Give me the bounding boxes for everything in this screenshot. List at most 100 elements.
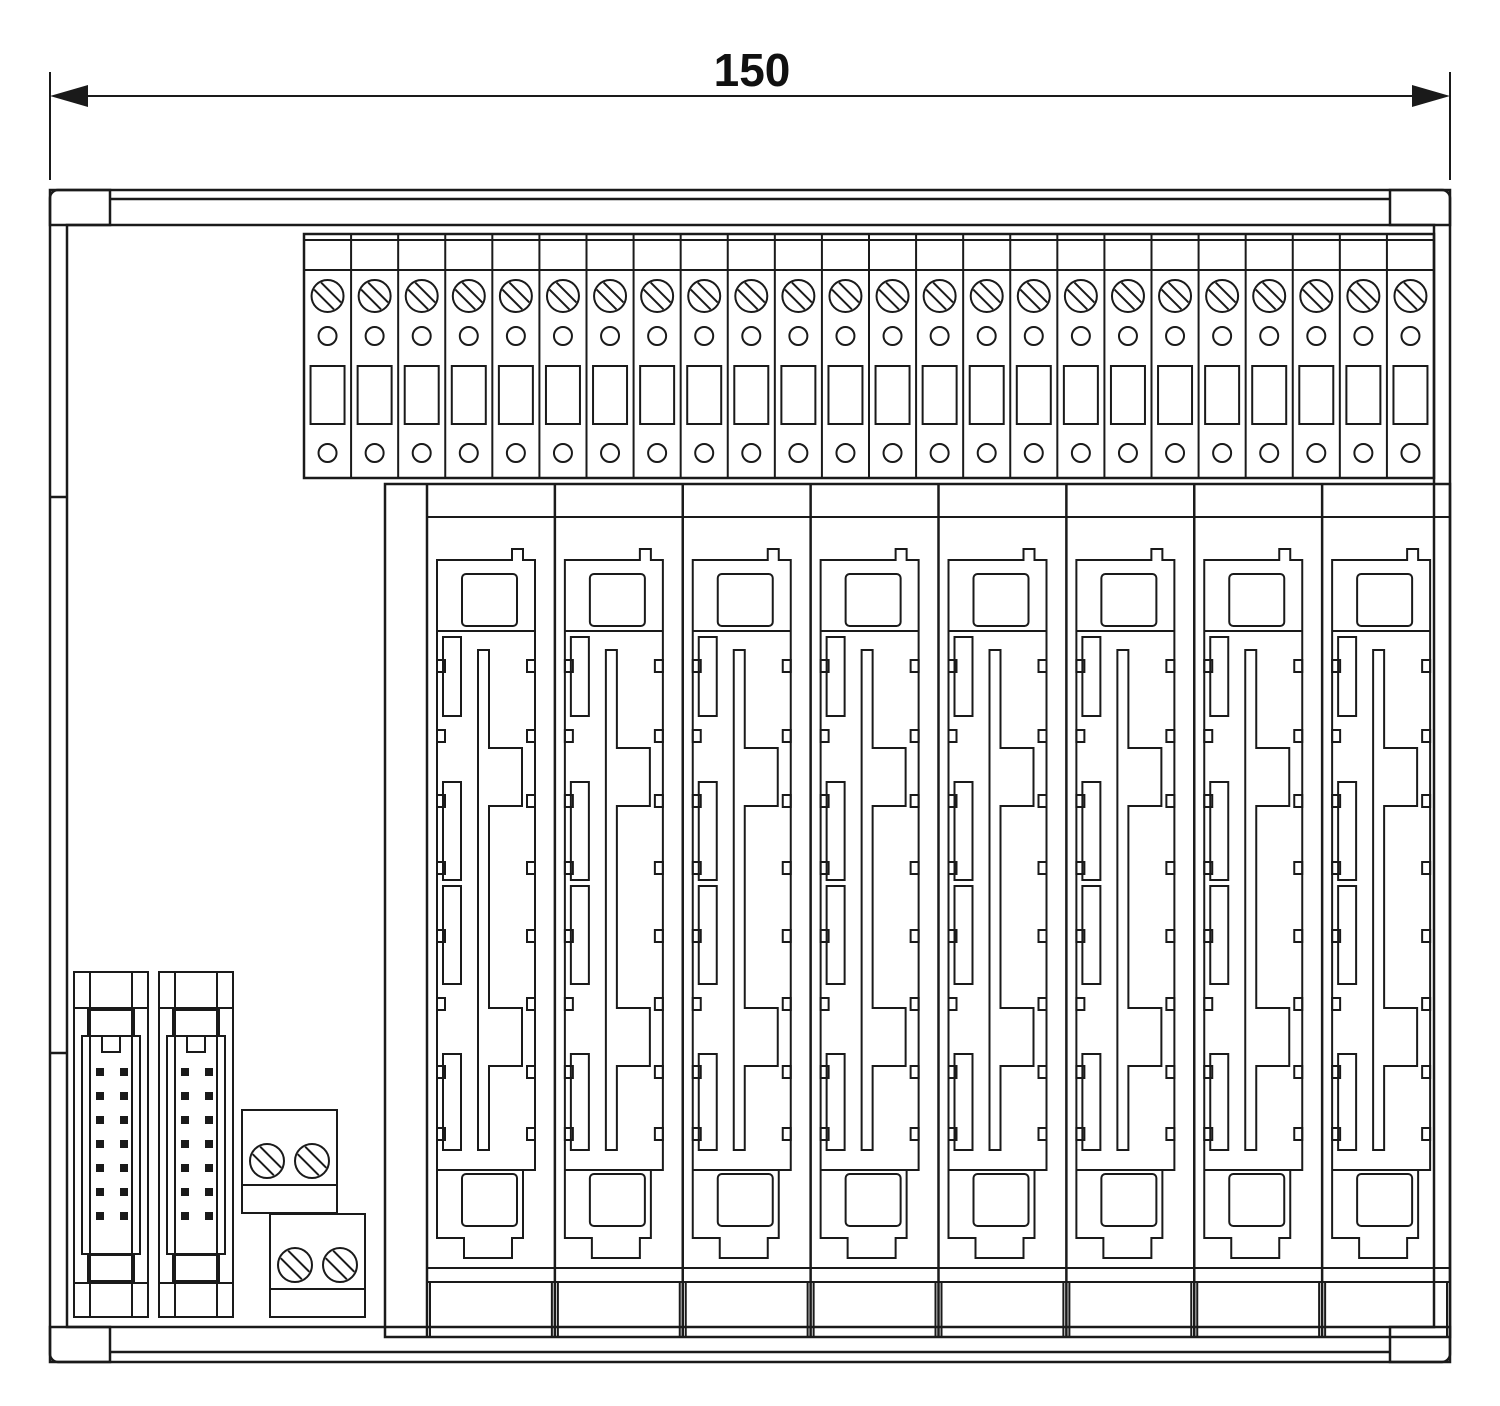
relay-spine — [477, 649, 523, 1151]
marker-slot — [592, 365, 629, 425]
test-point-icon — [1117, 326, 1138, 346]
relay-tab — [1421, 1065, 1432, 1079]
relay-contact — [442, 1053, 462, 1151]
relay-tab — [1293, 659, 1304, 673]
connector-pin — [181, 1116, 189, 1124]
relay-tab — [947, 929, 958, 943]
relay-tab — [1165, 929, 1176, 943]
relay-bottom-window — [588, 1173, 646, 1227]
relay-contact — [1209, 636, 1230, 717]
relay-tab — [781, 1127, 792, 1141]
terminal — [915, 234, 958, 478]
relay-tab — [781, 729, 792, 743]
relay-contact — [1337, 885, 1358, 985]
marker-slot — [1251, 365, 1288, 425]
terminal — [538, 234, 581, 478]
relay-tab — [1293, 729, 1304, 743]
relay-tab — [819, 729, 830, 743]
relay-tab — [1165, 729, 1176, 743]
relay-spine — [1116, 649, 1163, 1151]
connector-pin — [96, 1116, 104, 1124]
relay-tab — [819, 1065, 830, 1079]
relay-contact — [953, 636, 974, 717]
relay-tab — [1421, 997, 1432, 1011]
screw-icon — [404, 279, 439, 313]
relay-tab — [436, 997, 446, 1011]
relay-tab — [691, 997, 702, 1011]
screw-icon — [1063, 279, 1098, 313]
marker-slot — [968, 365, 1005, 425]
test-point-icon — [1259, 326, 1280, 346]
relay-label-window — [716, 573, 774, 627]
test-point-icon — [976, 326, 997, 346]
marker-slot — [356, 365, 393, 425]
relay-tab — [1075, 1065, 1086, 1079]
test-point-icon — [1400, 443, 1421, 463]
relay-tab — [819, 861, 830, 875]
terminal — [868, 234, 911, 478]
relay-contact — [569, 885, 590, 985]
relay-tab — [909, 861, 920, 875]
relay-section — [383, 482, 1452, 1339]
relay-tab — [691, 861, 702, 875]
relay-tab — [909, 997, 920, 1011]
relay-tab — [1331, 659, 1342, 673]
marker-slot — [1204, 365, 1241, 425]
relay-base — [556, 1281, 681, 1338]
test-point-icon — [458, 443, 479, 463]
relay-tab — [1037, 929, 1048, 943]
terminal — [1056, 234, 1099, 478]
corner-clip-bottom-right — [1388, 1325, 1452, 1364]
relay-base — [1196, 1281, 1321, 1338]
relay-tab — [526, 861, 536, 875]
relay-tab — [1293, 861, 1304, 875]
relay-tab — [1203, 659, 1214, 673]
terminal — [585, 234, 629, 478]
test-point-icon — [1306, 443, 1327, 463]
marker-slot — [1109, 365, 1146, 425]
screw-icon — [687, 279, 722, 313]
test-point-icon — [1306, 326, 1327, 346]
test-point-icon — [458, 326, 479, 346]
connector-pin — [205, 1068, 213, 1076]
relay-tab — [947, 861, 958, 875]
relay-tab — [563, 1065, 574, 1079]
relay-bottom-window — [844, 1173, 902, 1227]
relay-tab — [691, 1127, 702, 1141]
relay-tab — [1331, 1127, 1342, 1141]
relay-tab — [526, 794, 536, 808]
test-point-icon — [647, 326, 668, 346]
connector-pin — [181, 1140, 189, 1148]
connector-pin — [205, 1164, 213, 1172]
relay-tab — [653, 997, 664, 1011]
relay-tab — [1331, 1065, 1342, 1079]
screw-icon — [1299, 279, 1334, 313]
marker-slot — [1062, 365, 1099, 425]
terminal — [679, 234, 723, 478]
relay-tab — [436, 729, 446, 743]
relay-tab — [563, 997, 574, 1011]
marker-slot — [686, 365, 723, 425]
connector-latch-bottom — [87, 1254, 135, 1282]
connector-pin — [205, 1116, 213, 1124]
relay-tab — [1075, 929, 1086, 943]
terminal — [1009, 234, 1052, 478]
test-point-icon — [364, 326, 385, 346]
relay-tab — [1203, 794, 1214, 808]
relay-base — [940, 1281, 1065, 1338]
relay-tab — [1331, 729, 1342, 743]
screw-icon — [1016, 279, 1051, 313]
corner-clip-top-left — [48, 188, 112, 227]
screw-icon — [451, 279, 486, 313]
relay-tab — [1293, 929, 1304, 943]
connector-frame — [158, 971, 234, 1318]
relay-tab — [1203, 1065, 1214, 1079]
relay-tab — [1421, 861, 1432, 875]
relay-body — [947, 548, 1048, 1259]
arrow-left-icon — [50, 85, 88, 107]
test-point-icon — [411, 443, 432, 463]
relay-tab — [526, 659, 536, 673]
relay-label-window — [1356, 573, 1414, 627]
connector-pin — [120, 1092, 128, 1100]
relay-contact — [442, 781, 462, 881]
